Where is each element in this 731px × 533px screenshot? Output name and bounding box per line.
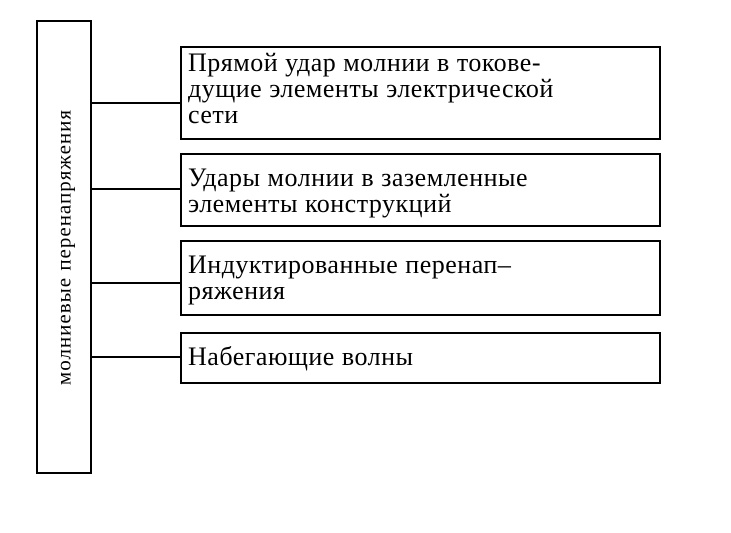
branch-text-line: сети (188, 100, 239, 129)
branch-text-line: Удары молнии в заземленные (188, 163, 529, 192)
branch-box-traveling-waves: Набегающие волны (180, 332, 661, 384)
branch-text-line: элементы конструкций (188, 189, 452, 218)
branch-box-direct-strike: Прямой удар молнии в токове- дущие элеме… (180, 46, 661, 140)
root-category-label: молниевые перенапряжения (51, 108, 76, 386)
connector-line-1 (92, 102, 180, 104)
branch-text-line: ряжения (188, 276, 286, 305)
root-category-box: молниевые перенапряжения (36, 20, 92, 474)
branch-box-grounded-strike: Удары молнии в заземленные элементы конс… (180, 153, 661, 227)
branch-box-induced-overvoltage: Индуктированные перенап– ряжения (180, 240, 661, 316)
connector-line-2 (92, 188, 180, 190)
branch-text-line: дущие элементы электрической (188, 74, 554, 103)
branch-text-line: Индуктированные перенап– (188, 250, 512, 279)
branch-text-line: Прямой удар молнии в токове- (188, 48, 541, 77)
connector-line-3 (92, 282, 180, 284)
branch-text-line: Набегающие волны (188, 342, 414, 371)
connector-line-4 (92, 356, 180, 358)
